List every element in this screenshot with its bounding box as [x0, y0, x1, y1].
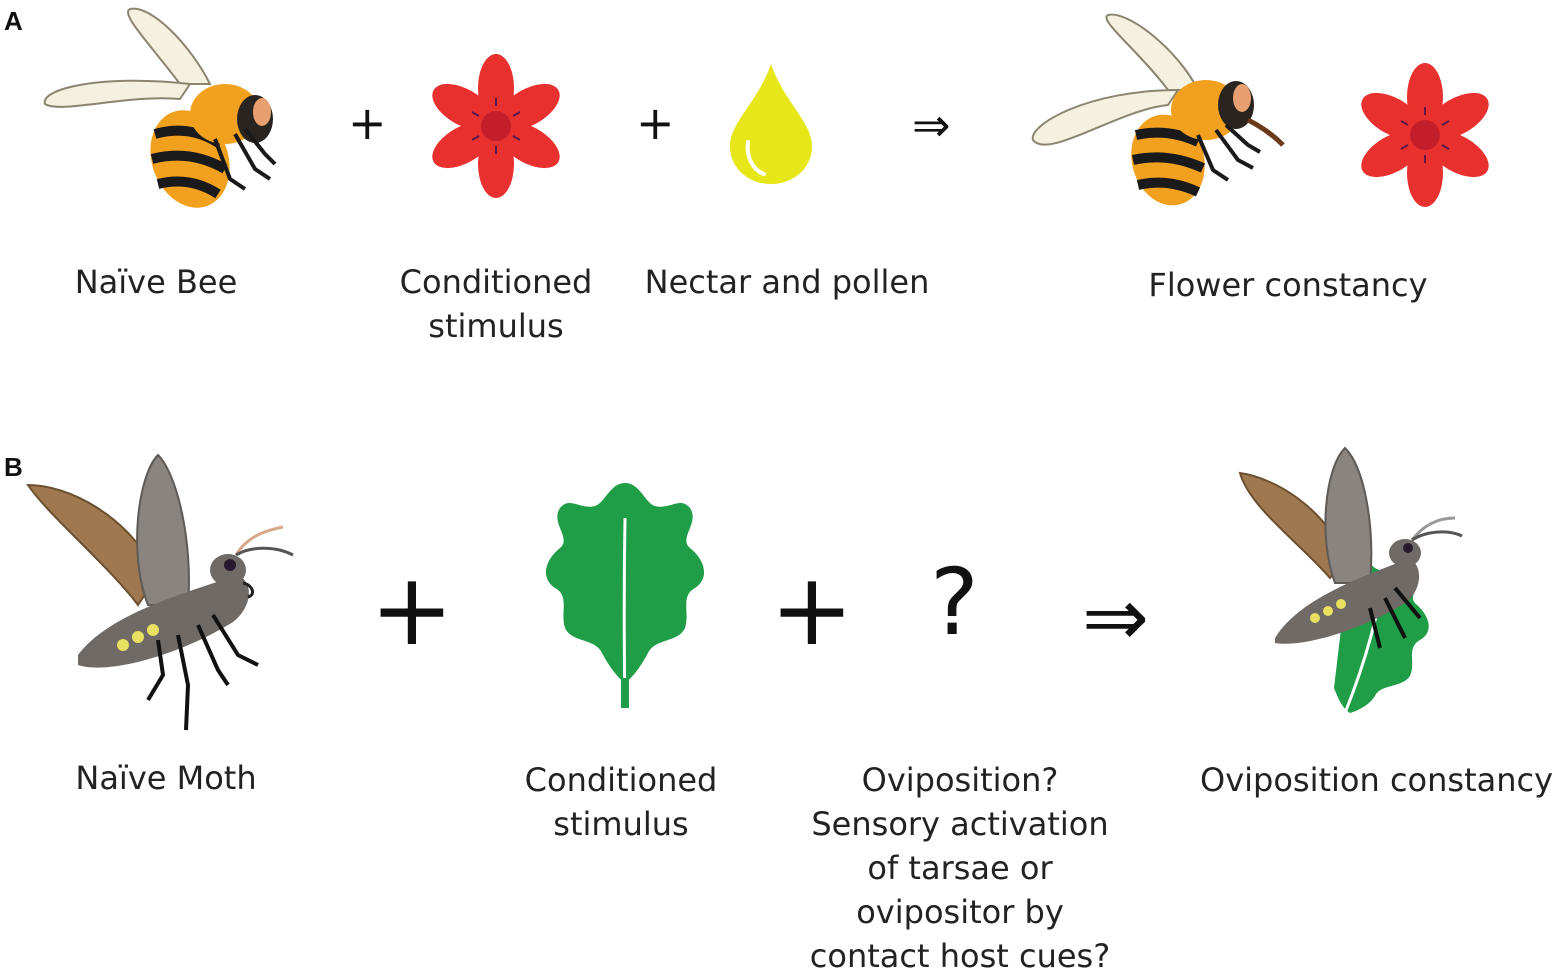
label-line: stimulus	[428, 307, 564, 345]
conditioned-stimulus-label: Conditioned stimulus	[390, 260, 602, 348]
flower-constancy-label: Flower constancy	[1148, 266, 1428, 304]
label-line: ovipositor by	[856, 893, 1064, 931]
naive-moth-label: Naïve Moth	[75, 759, 257, 797]
panel-b-letter: B	[4, 452, 23, 482]
plus-sign: +	[370, 551, 454, 668]
oak-leaf-icon	[545, 483, 705, 708]
panel-a-letter: A	[4, 6, 23, 36]
plus-sign: +	[348, 96, 387, 150]
moth-icon	[26, 453, 294, 731]
conditioned-stimulus-label: Conditioned stimulus	[515, 758, 727, 846]
label-line: Conditioned	[524, 761, 718, 799]
nectar-drop-icon	[730, 64, 812, 184]
label-line: Oviposition?	[861, 761, 1059, 799]
label-line: Sensory activation	[811, 805, 1109, 843]
label-line: of tarsae or	[867, 849, 1053, 887]
plus-sign: +	[636, 96, 675, 150]
feeding-bee-icon	[1031, 13, 1285, 206]
oviposition-question-label: Oviposition? Sensory activation of tarsa…	[800, 758, 1120, 978]
red-flower-icon	[432, 54, 560, 198]
label-line: stimulus	[553, 805, 689, 843]
label-line: contact host cues?	[809, 937, 1111, 975]
plus-sign: +	[770, 551, 854, 668]
question-mark: ?	[930, 549, 979, 656]
naive-bee-label: Naïve Bee	[74, 263, 238, 301]
nectar-pollen-label: Nectar and pollen	[644, 263, 930, 301]
moth-on-leaf-icon	[1238, 446, 1463, 714]
bee-icon	[43, 7, 277, 208]
oviposition-constancy-label: Oviposition constancy	[1200, 761, 1554, 799]
red-flower-icon	[1361, 63, 1489, 207]
arrow-implies: ⇒	[1082, 571, 1150, 664]
label-line: Conditioned	[399, 263, 593, 301]
arrow-implies: ⇒	[912, 98, 951, 152]
